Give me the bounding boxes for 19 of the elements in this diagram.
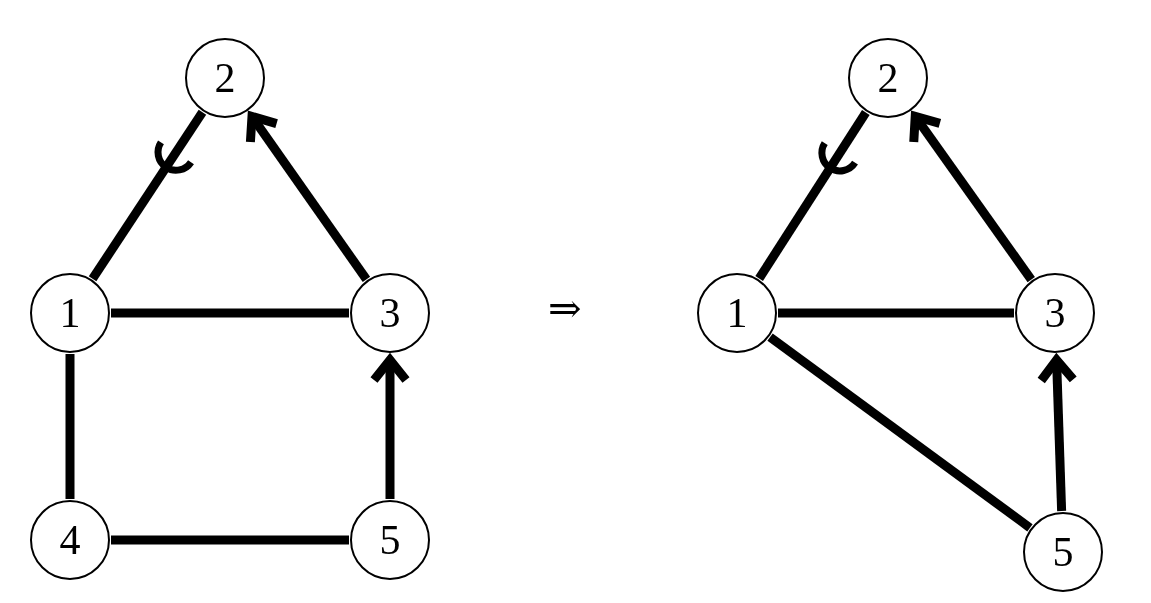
- node-number: 2: [214, 57, 236, 99]
- edge-line: [778, 308, 1014, 318]
- arrow: [909, 111, 1035, 283]
- node-number: 3: [1044, 292, 1066, 334]
- implies-symbol: ⇒: [548, 288, 582, 328]
- edge-line: [111, 308, 349, 318]
- node-number: 3: [379, 292, 401, 334]
- arrow: [1036, 355, 1078, 512]
- node-number: 4: [59, 519, 81, 561]
- arrow: [245, 111, 371, 283]
- node-number: 5: [379, 519, 401, 561]
- node-number: 1: [59, 292, 81, 334]
- node-number: 1: [726, 292, 748, 334]
- edge-line: [767, 333, 1033, 532]
- edge-line: [111, 535, 349, 545]
- node-number: 5: [1052, 531, 1074, 573]
- arrow: [369, 355, 411, 499]
- node-number: 2: [877, 57, 899, 99]
- edge-line: [65, 354, 75, 499]
